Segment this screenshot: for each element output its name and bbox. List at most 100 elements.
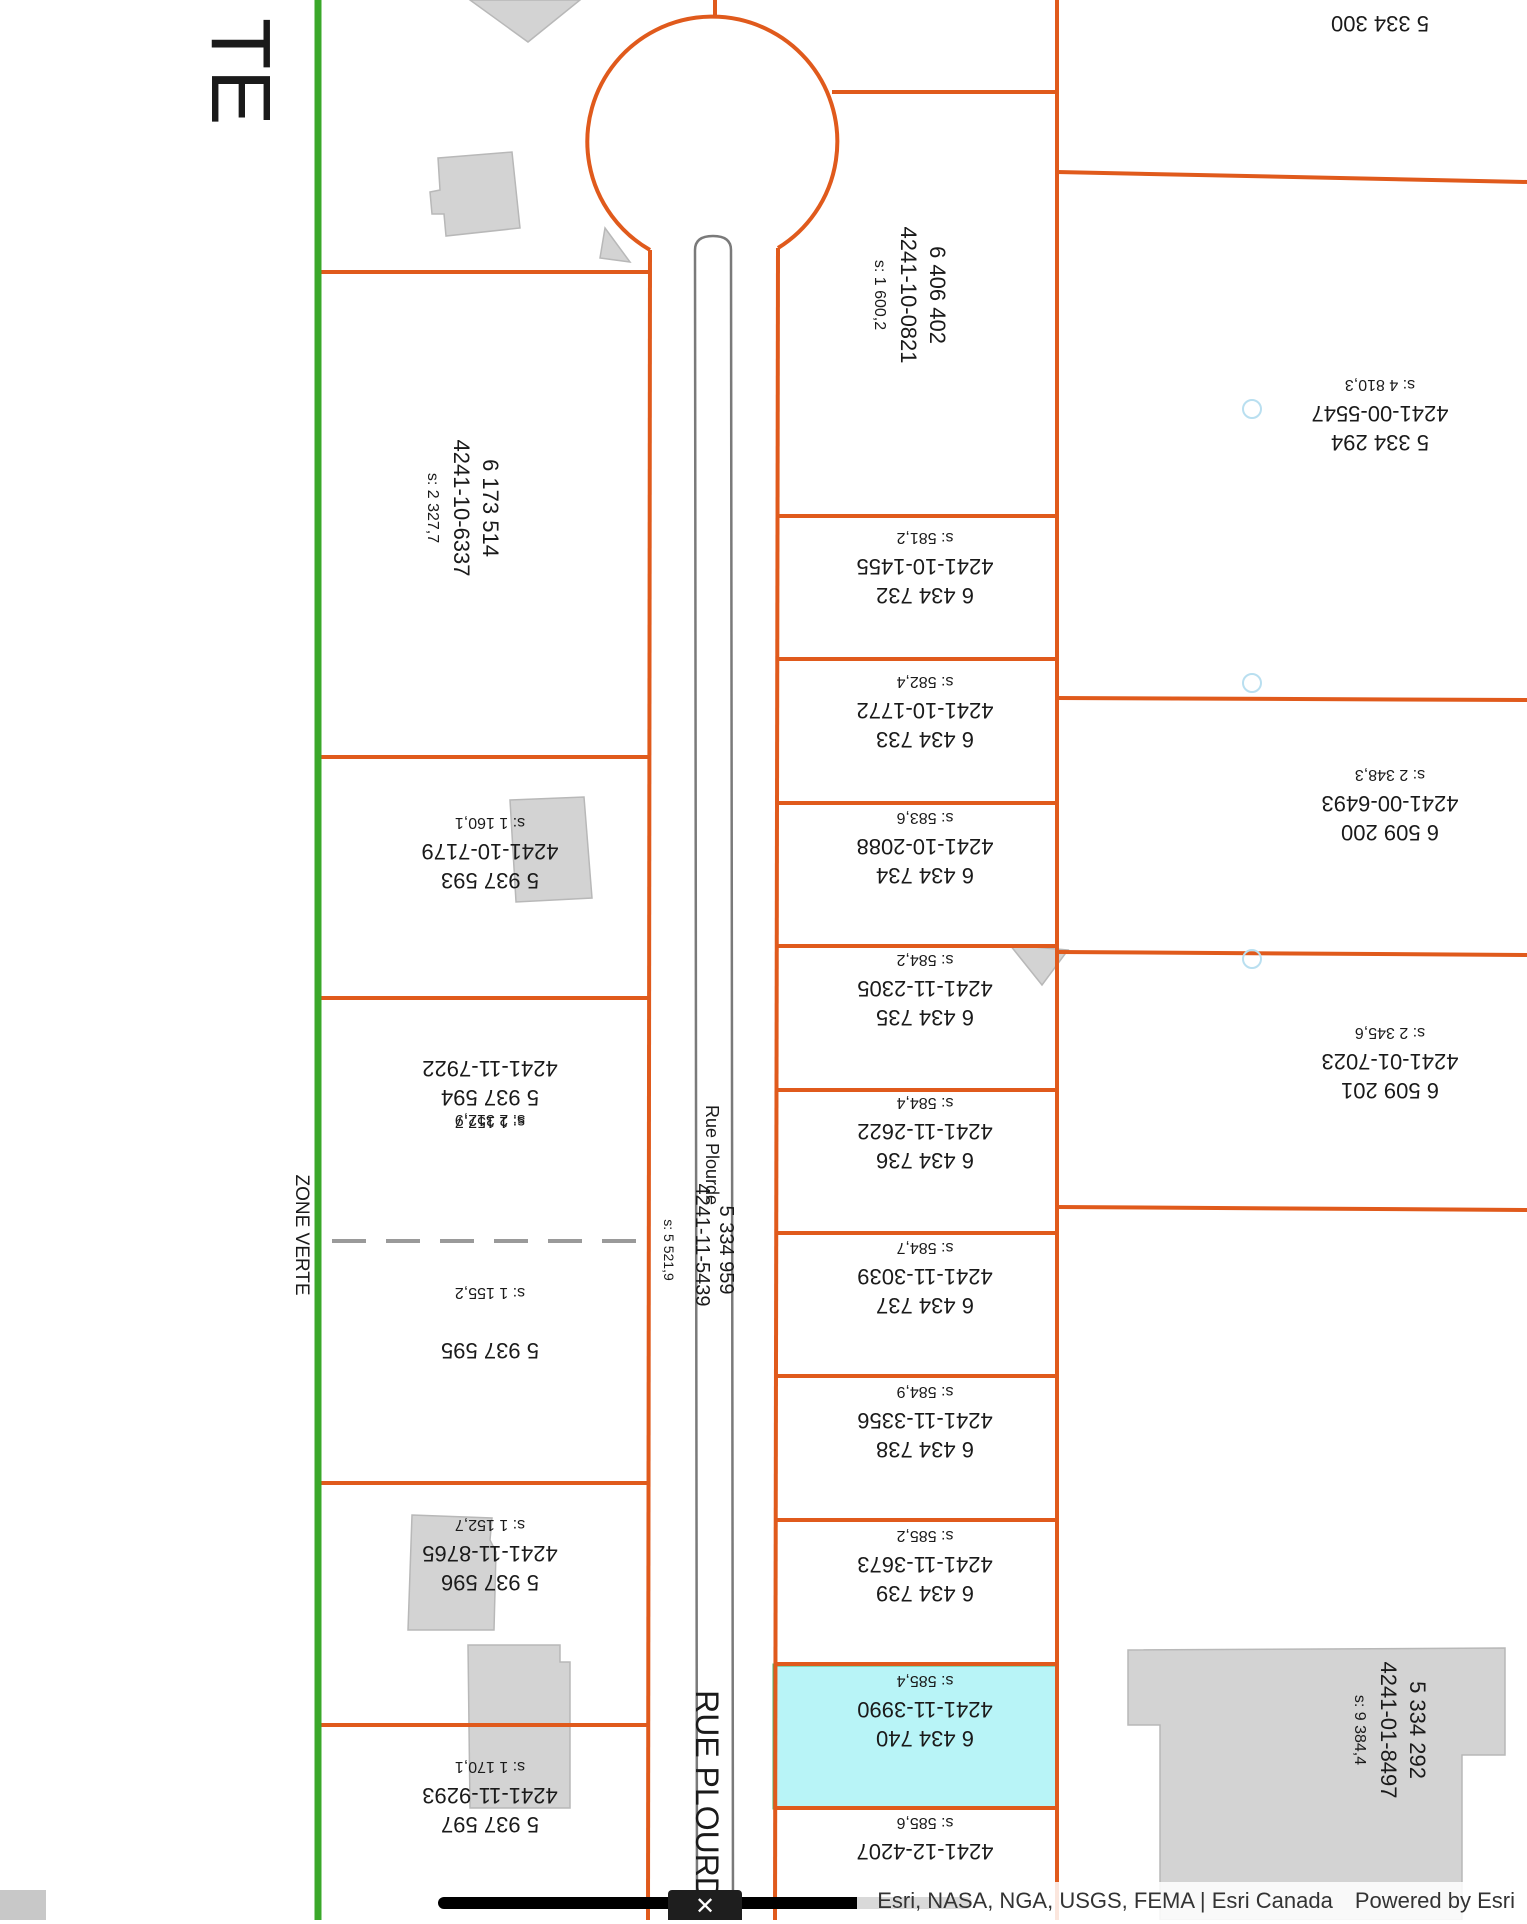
- lot-area: s: 583,6: [896, 809, 953, 826]
- lot-area: s: 585,2: [896, 1527, 953, 1544]
- close-button[interactable]: ✕: [668, 1890, 742, 1920]
- lot-label-6434732[interactable]: 6 434 732 4241-10-1455 s: 581,2: [856, 529, 993, 608]
- lot-area: s: 9 384,4: [1351, 1695, 1368, 1765]
- lot-label-6434737[interactable]: 6 434 737 4241-11-3039 s: 584,7: [857, 1239, 992, 1318]
- marker-icons: [1242, 399, 1262, 969]
- lot-area: s: 584,4: [896, 1094, 953, 1111]
- lot-matricule: 4241-11-3356: [857, 1408, 992, 1433]
- lot-matricule: 4241-12-4207: [856, 1839, 993, 1864]
- lot-label-6434739[interactable]: 6 434 739 4241-11-3673 s: 585,2: [857, 1527, 992, 1606]
- lot-label-5937593[interactable]: 5 937 593 4241-10-7179 s: 1 160,1: [421, 814, 558, 893]
- lot-label-6434736[interactable]: 6 434 736 4241-11-2622 s: 584,4: [857, 1094, 992, 1173]
- lot-number: 6 434 735: [876, 1005, 974, 1030]
- attribution-sources: Esri, NASA, NGA, USGS, FEMA | Esri Canad…: [877, 1888, 1333, 1913]
- lot-number: 6 434 732: [876, 583, 974, 608]
- lot-area: s: 2 348,3: [1355, 766, 1425, 783]
- road-outline: [693, 234, 735, 1920]
- lot-matricule: 4241-10-1772: [856, 698, 993, 723]
- edge-label: TE: [194, 18, 288, 125]
- lot-label-5937595[interactable]: 5 937 595 s: 1 155,2: [441, 1284, 539, 1363]
- lot-number: 6 434 738: [876, 1437, 974, 1462]
- zone-label: ZONE VERTE: [291, 1174, 312, 1295]
- lot-area: s: 1 160,1: [455, 814, 525, 831]
- lot-number: 6 406 402: [925, 246, 950, 344]
- lot-matricule: 4241-11-9293: [422, 1783, 557, 1808]
- lot-matricule: 4241-11-7922: [422, 1056, 557, 1081]
- lot-matricule: 4241-10-7179: [421, 839, 558, 864]
- lot-matricule: 4241-11-3990: [857, 1697, 992, 1722]
- lot-area: s: 584,2: [896, 951, 953, 968]
- lot-number: 6 173 514: [478, 459, 503, 557]
- lot-number: 6 509 201: [1341, 1078, 1439, 1103]
- lot-matricule: 4241-11-3039: [857, 1264, 992, 1289]
- lot-label-6509200[interactable]: 6 509 200 4241-00-6493 s: 2 348,3: [1321, 766, 1458, 845]
- lot-area: s: 585,4: [896, 1672, 953, 1689]
- lot-matricule: 4241-11-3673: [857, 1552, 992, 1577]
- lot-area: s: 2 345,6: [1355, 1024, 1425, 1041]
- lot-number: 5 334 292: [1405, 1681, 1430, 1779]
- lot-label-6434741[interactable]: 4241-12-4207 s: 585,6: [856, 1814, 993, 1864]
- lot-area: s: 585,6: [896, 1814, 953, 1831]
- lot-matricule: 4241-01-8497: [1376, 1661, 1401, 1798]
- lot-label-6434733[interactable]: 6 434 733 4241-10-1772 s: 582,4: [856, 673, 993, 752]
- lot-area: s: 582,4: [896, 673, 953, 690]
- lot-number: 6 509 200: [1341, 820, 1439, 845]
- lot-number: 6 434 740: [876, 1726, 974, 1751]
- lot-number: 5 937 594: [441, 1085, 539, 1110]
- lot-label-6434740[interactable]: 6 434 740 4241-11-3990 s: 585,4: [857, 1672, 992, 1751]
- lot-label-6509201[interactable]: 6 509 201 4241-01-7023 s: 2 345,6: [1321, 1024, 1458, 1103]
- lot-label-5334294[interactable]: 5 334 294 4241-00-5547 s: 4 810,3: [1311, 376, 1448, 455]
- lot-label-6434738[interactable]: 6 434 738 4241-11-3356 s: 584,9: [857, 1383, 992, 1462]
- lot-area: s: 1 155,2: [455, 1284, 525, 1301]
- road-parcel-label: 5 334 959 4241-11-5439 s: 5 521,9: [661, 1183, 737, 1306]
- lot-matricule: 4241-00-6493: [1321, 791, 1458, 816]
- lot-matricule: 4241-10-1455: [856, 554, 993, 579]
- lot-area: s: 1 600,2: [871, 260, 888, 330]
- lot-area: s: 584,7: [896, 1239, 953, 1256]
- side-handle[interactable]: [0, 1890, 46, 1920]
- street-label: Rue Plourde: [702, 1105, 722, 1205]
- lot-number: 5 334 300: [1331, 11, 1429, 36]
- lot-number: 6 434 737: [876, 1293, 974, 1318]
- parcel-lines: [320, 0, 1527, 1920]
- lot-label-5937594[interactable]: 5 937 594 4241-11-7922 s: 1 157,7: [422, 1056, 557, 1130]
- lot-number: 5 937 593: [441, 868, 539, 893]
- street-label-large: RUE PLOURD: [689, 1690, 725, 1900]
- lot-area: s: 2 312,9: [455, 1111, 525, 1128]
- lot-label-5937594b[interactable]: s: 2 312,9: [455, 1111, 525, 1128]
- lot-number: 5 334 294: [1331, 430, 1429, 455]
- lot-area: s: 4 810,3: [1345, 376, 1415, 393]
- lot-number: 5 937 596: [441, 1570, 539, 1595]
- svg-text:4241-11-5439: 4241-11-5439: [691, 1183, 713, 1306]
- lot-number: 5 937 597: [441, 1812, 539, 1837]
- lot-number: 6 434 733: [876, 727, 974, 752]
- lot-number: 6 434 734: [876, 863, 974, 888]
- lot-area: s: 2 327,7: [424, 473, 441, 543]
- lot-matricule: 4241-01-7023: [1321, 1049, 1458, 1074]
- lot-number: 6 434 736: [876, 1148, 974, 1173]
- lot-label-5334300[interactable]: 5 334 300: [1331, 11, 1429, 36]
- lot-matricule: 4241-00-5547: [1311, 401, 1448, 426]
- lot-matricule: 4241-10-6337: [449, 439, 474, 576]
- map-attribution: Esri, NASA, NGA, USGS, FEMA | Esri Canad…: [857, 1882, 1527, 1920]
- svg-text:5 334 959: 5 334 959: [715, 1206, 737, 1295]
- lot-area: s: 581,2: [896, 529, 953, 546]
- lot-number: 6 434 739: [876, 1581, 974, 1606]
- svg-text:s: 5 521,9: s: 5 521,9: [661, 1219, 677, 1281]
- lot-area: s: 1 157,7: [455, 1113, 525, 1130]
- lot-area: s: 1 152,7: [455, 1516, 525, 1533]
- attribution-powered-by[interactable]: Powered by Esri: [1354, 1888, 1515, 1913]
- lot-area: s: 584,9: [896, 1383, 953, 1400]
- lot-label-6434735[interactable]: 6 434 735 4241-11-2305 s: 584,2: [857, 951, 992, 1030]
- lot-number: 5 937 595: [441, 1338, 539, 1363]
- lot-matricule: 4241-11-2622: [857, 1119, 992, 1144]
- lot-matricule: 4241-11-2305: [857, 976, 992, 1001]
